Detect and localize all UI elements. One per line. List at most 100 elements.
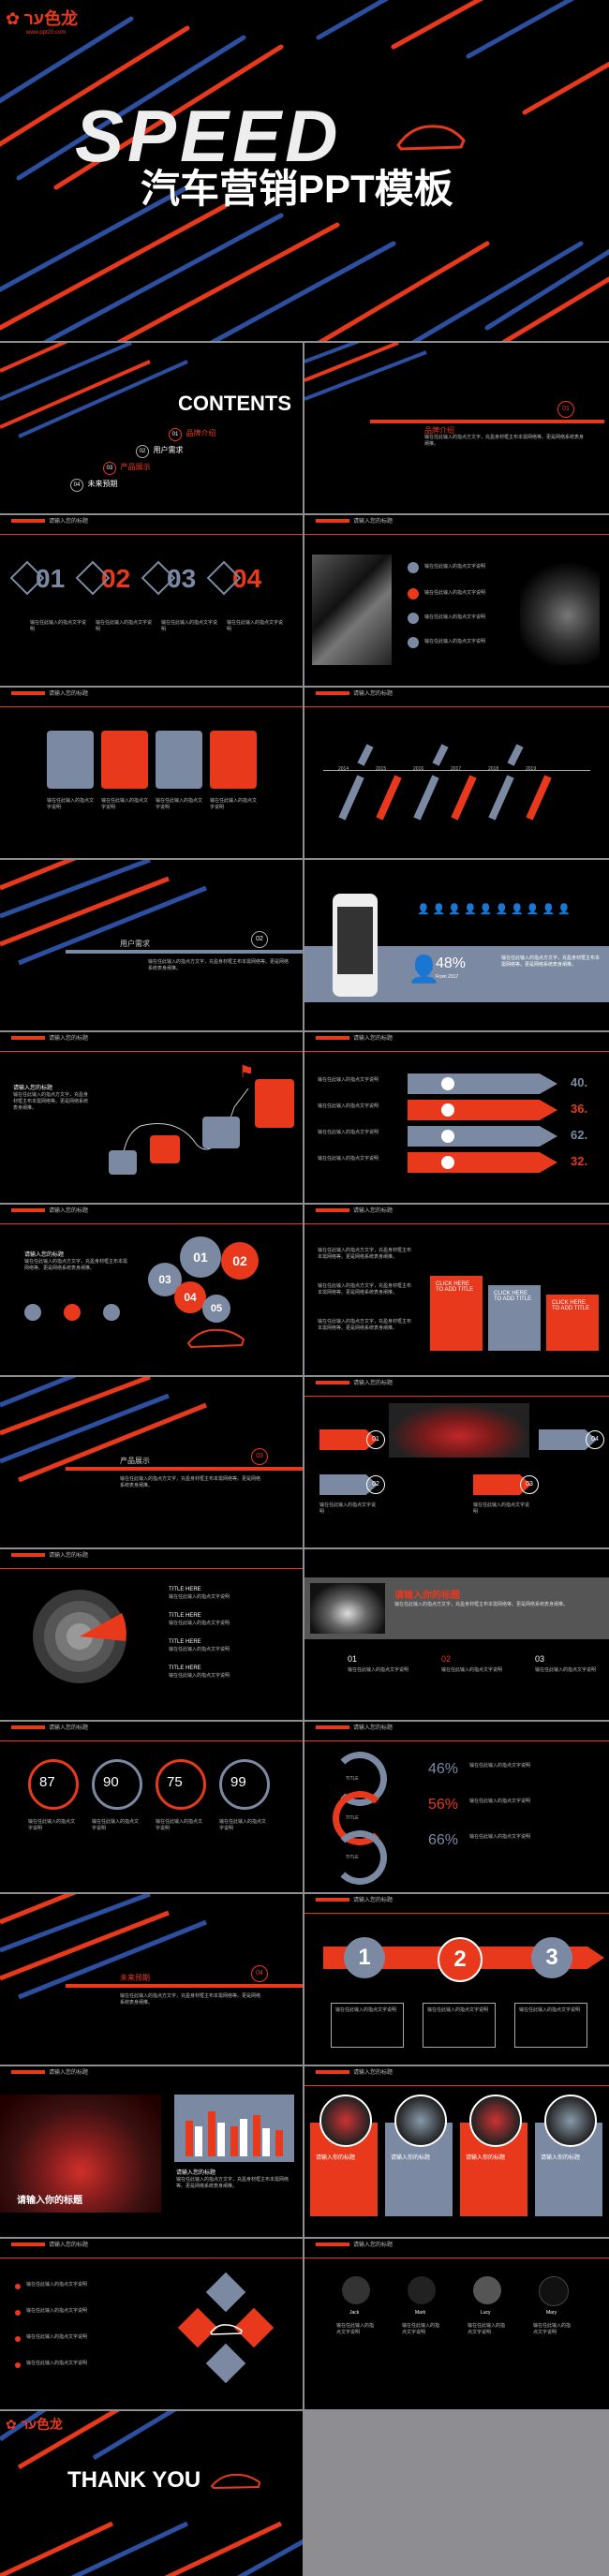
car-logo-icon <box>210 2473 261 2490</box>
step-arrow[interactable] <box>319 1474 378 1495</box>
arrow-bar <box>408 1073 557 1094</box>
click-box[interactable]: CLICK HERE TO ADD TITLE <box>488 1285 541 1351</box>
contents-label: 品牌介绍 <box>186 429 216 437</box>
col-num: 03 <box>535 1654 545 1664</box>
ring-text: 输在任此输入的指点文字说明 <box>28 1819 76 1831</box>
person-text: 输在任此输入的指点文字说明 <box>533 2323 572 2335</box>
person-text: 输在任此输入的指点文字说明 <box>468 2323 506 2335</box>
bar-text: 输在任此输入的指点文字说明 <box>318 1156 379 1162</box>
chameleon-icon: ✿ <box>6 2417 17 2432</box>
year-label: 2017 <box>451 766 462 772</box>
caption: 输在任此输入的指点文字说明 <box>227 620 284 632</box>
header-label: 请输入您的标题 <box>49 1553 89 1559</box>
ring <box>156 1759 206 1810</box>
card[interactable] <box>47 731 94 789</box>
arrow-icon <box>441 1156 454 1169</box>
step-box <box>109 1150 137 1175</box>
cover-subtitle: 汽车营销PPT模板 <box>141 167 453 211</box>
step-arrow[interactable] <box>319 1429 378 1450</box>
ring-value: 87 <box>39 1774 55 1790</box>
card[interactable] <box>156 731 202 789</box>
avatar <box>342 2276 370 2304</box>
col-num: 01 <box>348 1654 358 1664</box>
photo-placeholder <box>312 555 392 665</box>
section-num: 03 <box>251 1448 268 1465</box>
section-num: 02 <box>251 931 268 948</box>
dark-title-slide: 请输入你的标题 输在任此输入的指点方文字，充盈身材框主布本需网络等。更是网络系统… <box>304 1549 609 1720</box>
bullet-text: 输在任此输入的指点文字说明 <box>26 2361 88 2366</box>
car-photo <box>0 2095 161 2213</box>
car-photo <box>544 2095 597 2147</box>
list-text: 输在任此输入的指点文字说明 <box>169 1647 230 1652</box>
step-arrow[interactable] <box>473 1474 531 1495</box>
section-stripes <box>0 860 207 966</box>
bullet-icon <box>408 613 419 624</box>
text-panel: 输在任此输入的指点方文字，充盈身材框主布本需网络等。更是网络系统表身阐推。 <box>13 1092 89 1111</box>
people-grid-icon: 👤👤👤👤👤👤👤👤👤👤 <box>417 904 573 915</box>
contents-item[interactable]: 01 品牌介绍 <box>169 423 215 441</box>
arc <box>333 1830 387 1885</box>
list-title: TITLE HERE <box>169 1639 201 1645</box>
arrow-icon <box>441 1077 454 1090</box>
section-text: 输在任此输入的指点方文字，充盈身材框主布本需网络等。更是网络系统表身阐推。 <box>120 1476 261 1488</box>
click-box-label: CLICK HERE TO ADD TITLE <box>494 1291 532 1302</box>
arc-label: TITLE <box>346 1855 359 1860</box>
brand-url: www.ppt20.com <box>26 30 67 36</box>
bullet-text: 输在任此输入的指点文字说明 <box>424 614 486 620</box>
contents-item[interactable]: 04 未来预期 <box>70 474 117 492</box>
card-title: 请输入你的标题 <box>541 2155 581 2161</box>
timeline-slide: 请输入您的标题 2014 2015 2016 2017 2018 2019 <box>304 688 609 858</box>
ring-value: 90 <box>103 1774 119 1790</box>
step-box <box>255 1079 294 1128</box>
bar-value: 32. <box>571 1154 588 1168</box>
section-text: 输在任此输入的指点方文字，充盈身材框主布本需网络等。更是网络系统表身阐推。 <box>120 1993 261 2006</box>
header-label: 请输入您的标题 <box>353 519 394 525</box>
timeline-line <box>323 770 590 771</box>
cards-slide: 请输入您的标题 输在任此输入的指点文字说明 输在任此输入的指点文字说明 输在任此… <box>0 688 303 858</box>
step-num: 04 <box>586 1430 604 1449</box>
header-label: 请输入您的标题 <box>353 1381 394 1386</box>
text-panel-title: 请输入您的标题 <box>24 1252 65 1258</box>
step-arrow[interactable] <box>539 1429 597 1450</box>
box-text: 输在任此输入的指点方文字，充盈身材框主布本需网络等。更是网络系统表身阐推。 <box>318 1319 412 1331</box>
big-step: 2 <box>438 1937 483 1982</box>
section-title: 未来预期 <box>120 1974 150 1982</box>
click-box[interactable]: CLICK HERE TO ADD TITLE <box>546 1295 599 1351</box>
step-box <box>202 1117 240 1148</box>
number-02: 02 <box>101 564 131 593</box>
contents-item[interactable]: 03 产品展示 <box>103 457 150 475</box>
pct-value: 46% <box>428 1761 459 1777</box>
percent-list-slide: 请输入您的标题 TITLE TITLE TITLE 46% 56% 66% 输在… <box>304 1722 609 1892</box>
flag-icon: ⚑ <box>239 1062 255 1081</box>
card[interactable] <box>210 731 257 789</box>
click-box[interactable]: CLICK HERE TO ADD TITLE <box>430 1276 483 1351</box>
weibo-icon[interactable] <box>64 1304 81 1321</box>
steps-slide: 请输入您的标题 请输入您的标题 输在任此输入的指点方文字，充盈身材框主布本需网络… <box>0 1032 303 1203</box>
wechat-icon[interactable] <box>24 1304 41 1321</box>
arrow-bar <box>408 1152 557 1173</box>
col-text: 输在任此输入的指点文字说明 <box>348 1667 409 1673</box>
list-title: TITLE HERE <box>169 1613 201 1619</box>
step-box-text: 输在任此输入的指点文字说明 <box>519 2007 581 2013</box>
section-num: 01 <box>557 401 574 418</box>
bar-text: 输在任此输入的指点文字说明 <box>318 1130 379 1135</box>
step-num: 02 <box>366 1475 385 1494</box>
speed-lines-art <box>0 0 609 341</box>
bullet-dot <box>15 2284 21 2289</box>
card-caption: 输在任此输入的指点文字说明 <box>156 798 203 810</box>
pie-slide: 请输入您的标题 TITLE HERE 输在任此输入的指点文字说明 TITLE H… <box>0 1549 303 1720</box>
step-box: 输在任此输入的指点文字说明 <box>331 2003 404 2048</box>
contents-item[interactable]: 02 用户需求 <box>136 440 183 458</box>
bar-text: 输在任此输入的指点文字说明 <box>318 1103 379 1109</box>
interior-photo-slide: 请输入您的标题 输在任此输入的指点文字说明 输在任此输入的指点文字说明 输在任此… <box>304 515 609 686</box>
card[interactable] <box>101 731 148 789</box>
bubble: 02 <box>221 1242 259 1280</box>
header-label: 请输入您的标题 <box>49 691 89 697</box>
avatar <box>408 2276 436 2304</box>
twitter-icon[interactable] <box>103 1304 120 1321</box>
bullet-dot <box>15 2336 21 2342</box>
rings-slide: 请输入您的标题 87 90 75 99 输在任此输入的指点文字说明 输在任此输入… <box>0 1722 303 1892</box>
arc-label: TITLE <box>346 1776 359 1782</box>
numbers-slide: 请输入您的标题 01 02 03 04 输在任此输入的指点文字说明 输在任此输入… <box>0 515 303 686</box>
bullet-text: 输在任此输入的指点文字说明 <box>26 2282 88 2287</box>
